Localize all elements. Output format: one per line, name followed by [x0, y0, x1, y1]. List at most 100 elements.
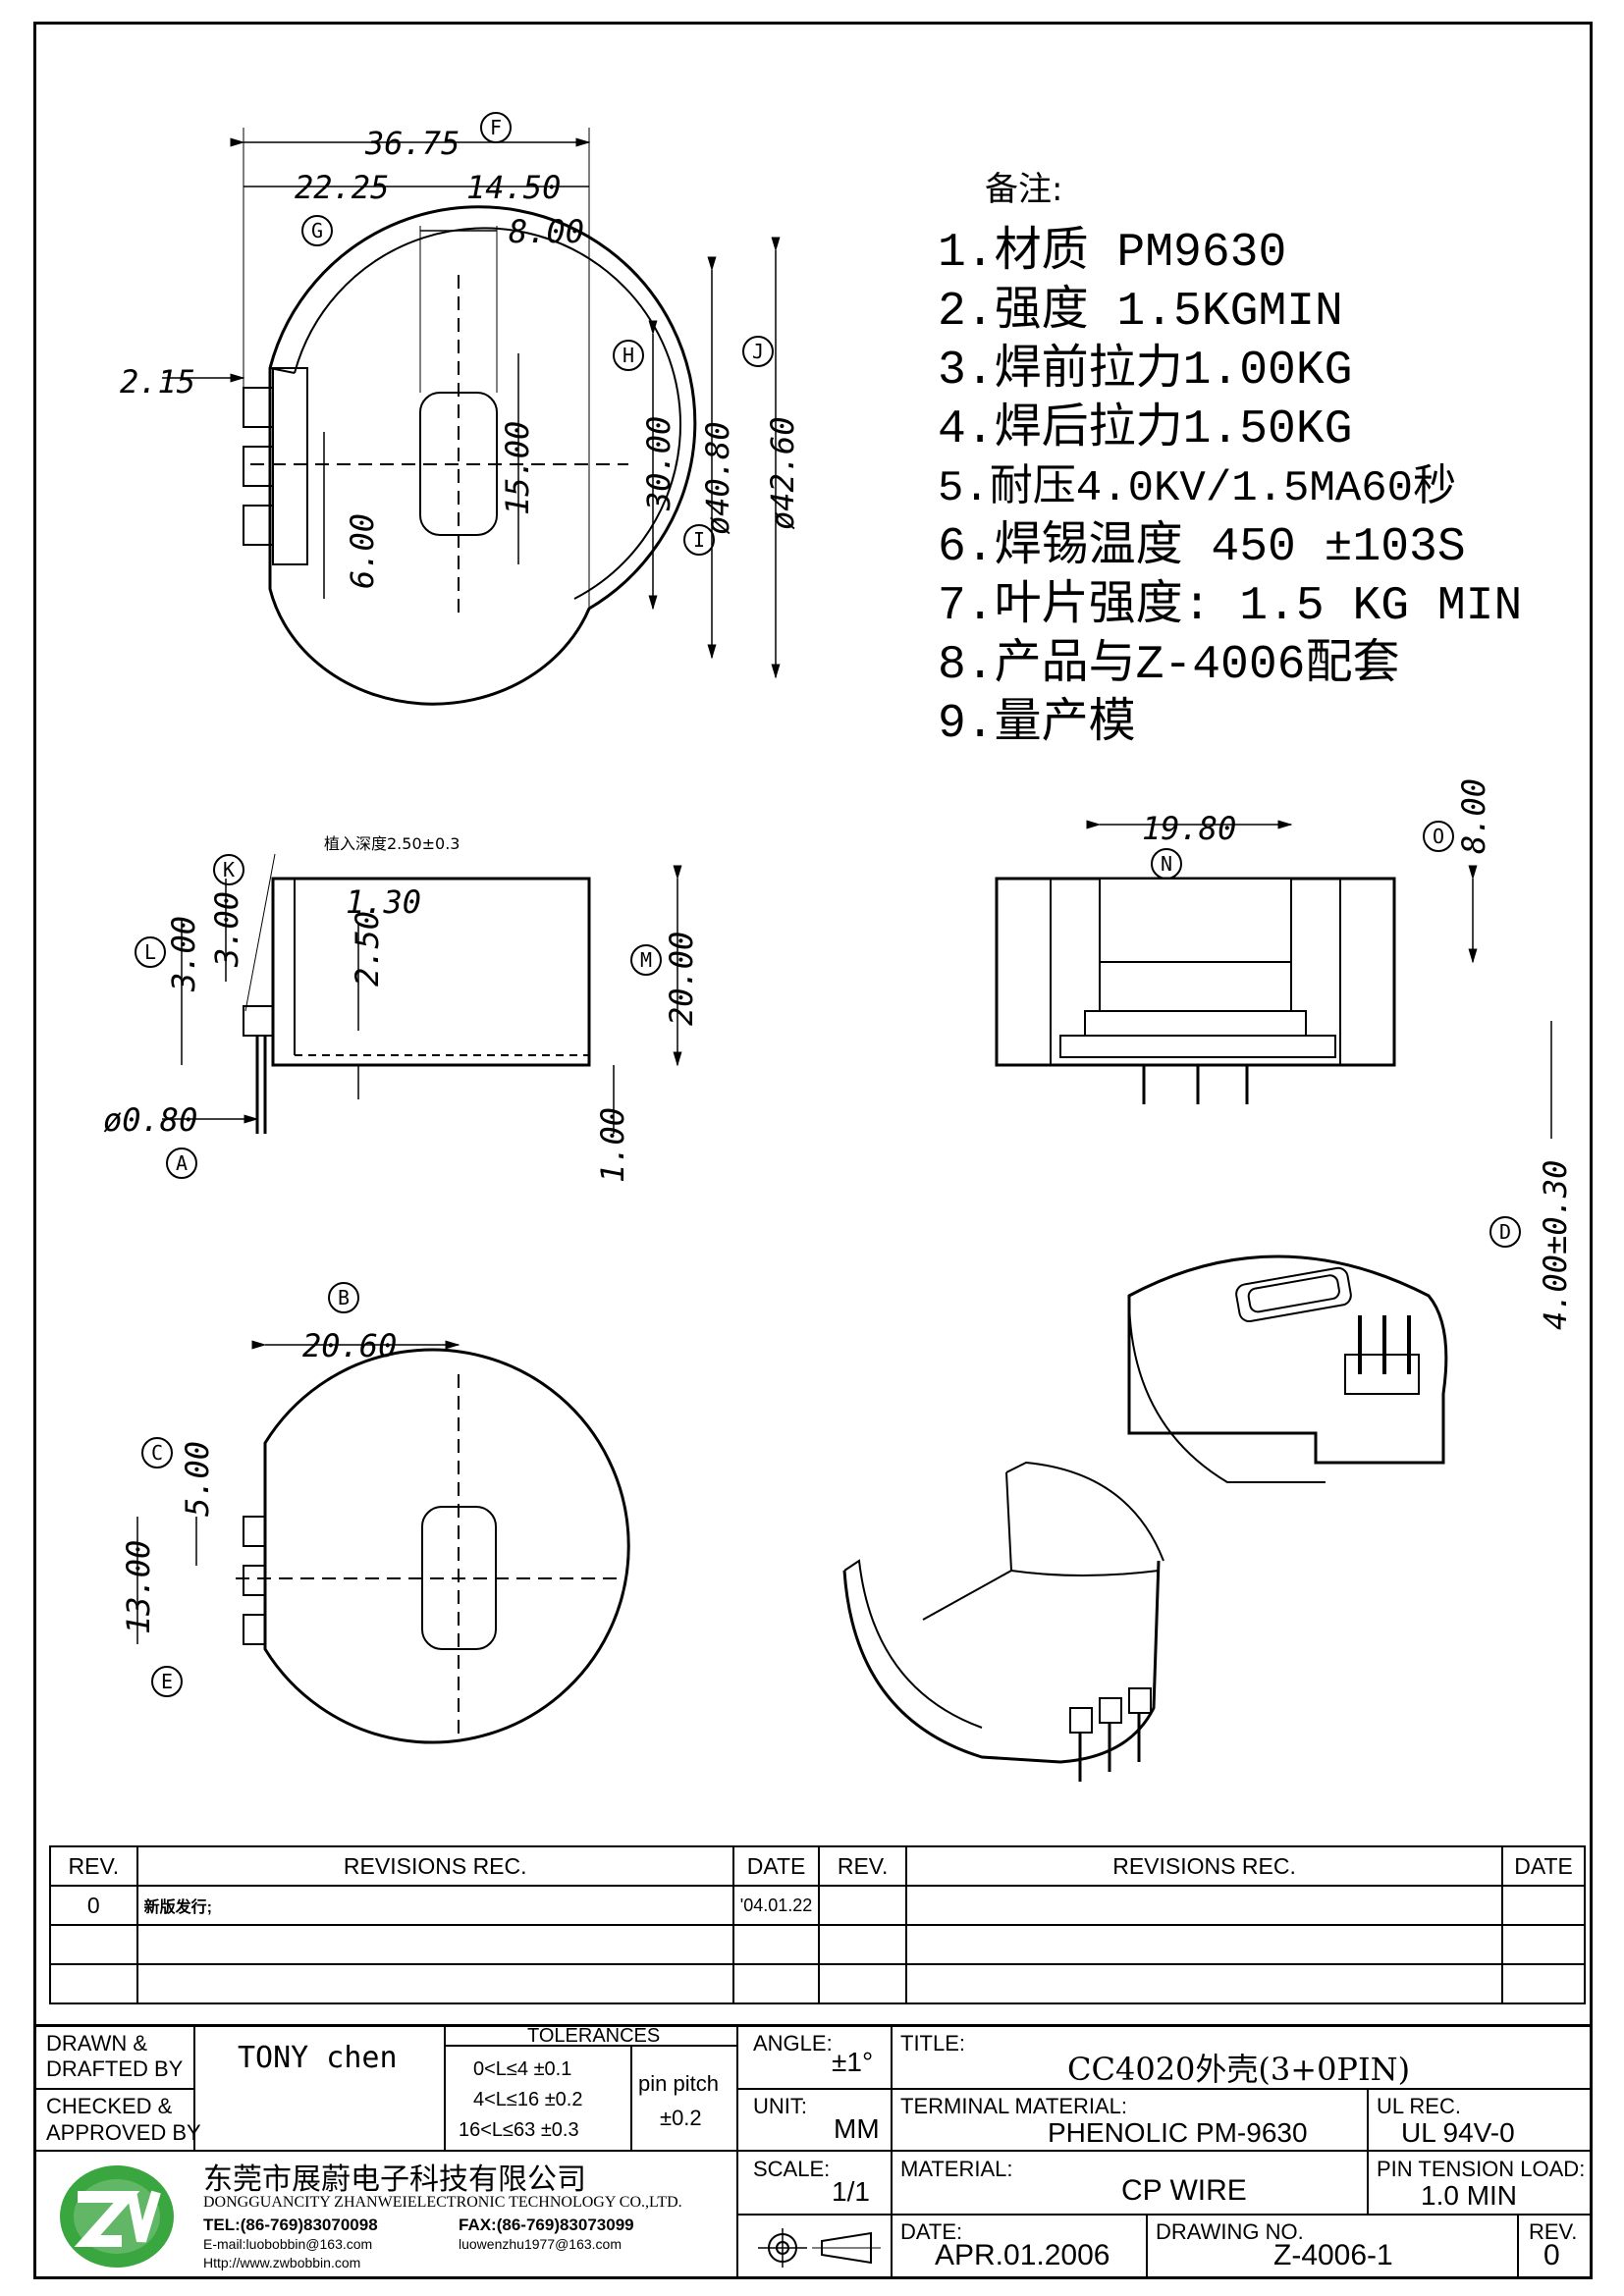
projection-symbol — [758, 2228, 881, 2268]
note-5: 5.耐压4.0KV/1.5MA60秒 — [938, 464, 1457, 513]
drawing-area: F G H J I K L M A N O D B C E 36.75 22.2… — [103, 112, 1574, 1782]
company-name-cn: 东莞市展蔚电子科技有限公司 — [203, 2163, 586, 2197]
date-header-2: DATE — [1501, 1845, 1586, 1887]
date-label: DATE: — [900, 2219, 963, 2244]
note-7: 7.叶片强度: 1.5 KG MIN — [938, 580, 1523, 633]
angle-label: ANGLE: — [753, 2031, 833, 2056]
marker-j: J — [752, 340, 764, 363]
dim-42-60: ø42.60 — [764, 416, 801, 530]
rev-value: 0 — [1543, 2239, 1560, 2271]
dim-2-50: 2.50 — [349, 911, 386, 987]
iso-view-bottom — [842, 1461, 1164, 1782]
dim-20-60: 20.60 — [302, 1327, 397, 1364]
note-3: 3.焊前拉力1.00KG — [938, 345, 1353, 398]
tolerance-2: 4<L≤16 ±0.2 — [473, 2089, 583, 2110]
top-view — [162, 128, 781, 706]
rec-header-2: REVISIONS REC. — [904, 1845, 1504, 1887]
dim-8-00-b: 8.00 — [1455, 778, 1492, 854]
marker-h: H — [623, 344, 634, 367]
revision-row: 0 新版发行; '04.01.22 — [49, 1885, 1586, 1926]
company-tel: TEL:(86-769)83070098 — [203, 2216, 378, 2234]
terminal-material-label: TERMINAL MATERIAL: — [900, 2094, 1128, 2118]
company-email-1: E-mail:luobobbin@163.com — [203, 2236, 373, 2252]
note-6: 6.焊锡温度 450 ±103S — [938, 521, 1466, 574]
unit-label: UNIT: — [753, 2094, 807, 2118]
rev-label: REV. — [1529, 2219, 1578, 2244]
scale-label: SCALE: — [753, 2157, 831, 2181]
note-1: 1.材质 PM9630 — [938, 227, 1287, 280]
dim-3-00-b: 3.00 — [208, 891, 245, 968]
tolerances-label: TOLERANCES — [527, 2025, 661, 2047]
marker-o: O — [1433, 825, 1444, 848]
revision-row-empty — [49, 1963, 1586, 2004]
dim-2-15: 2.15 — [120, 363, 195, 400]
marker-m: M — [640, 948, 652, 972]
dim-4-00: 4.00±0.30 — [1537, 1160, 1574, 1330]
revision-header-row: REV. REVISIONS REC. DATE REV. REVISIONS … — [49, 1845, 1586, 1887]
dim-1-00: 1.00 — [594, 1107, 631, 1183]
note-4: 4.焊后拉力1.50KG — [938, 403, 1353, 456]
marker-letters: F G H J I K L M A N O D B C E — [144, 116, 1511, 1693]
ul-rec-value: UL 94V-0 — [1401, 2117, 1515, 2148]
title-label: TITLE: — [900, 2031, 966, 2056]
notes-block: 备注: 1.材质 PM9630 2.强度 1.5KGMIN 3.焊前拉力1.00… — [938, 162, 1527, 754]
drawing-frame — [33, 22, 1593, 2279]
marker-k: K — [223, 858, 235, 881]
dim-14-50: 14.50 — [466, 169, 561, 206]
note-8: 8.产品与Z-4006配套 — [938, 639, 1400, 692]
dimension-labels: 36.75 22.25 14.50 8.00 2.15 30.00 ø40.80… — [103, 125, 1574, 1634]
dim-15-00: 15.00 — [499, 421, 536, 515]
revision-date: '04.01.22 — [731, 1885, 821, 1926]
date-header: DATE — [731, 1845, 821, 1887]
scale-value: 1/1 — [832, 2176, 870, 2207]
marker-circles — [135, 112, 1521, 1697]
drawing-no-value: Z-4006-1 — [1273, 2239, 1393, 2271]
side-view-left — [162, 853, 682, 1134]
pin-tension-label: PIN TENSION LOAD: — [1377, 2157, 1586, 2181]
company-logo — [60, 2165, 174, 2268]
dim-1-30: 1.30 — [346, 883, 421, 921]
company-email-2: luowenzhu1977@163.com — [459, 2236, 622, 2252]
title-value: CC4020外壳(3+0PIN) — [1067, 2051, 1411, 2088]
marker-l: L — [144, 940, 156, 964]
pin-pitch-label: pin pitch — [638, 2071, 719, 2096]
pin-tension-value: 1.0 MIN — [1421, 2180, 1518, 2211]
material-value: CP WIRE — [1121, 2174, 1247, 2207]
title-block: DRAWN & DRAFTED BY TONY chen CHECKED & A… — [36, 2024, 1590, 2279]
company-name-en: DONGGUANCITY ZHANWEIELECTRONIC TECHNOLOG… — [203, 2194, 682, 2211]
revision-row-empty — [49, 1924, 1586, 1965]
approved-label: APPROVED BY — [46, 2120, 201, 2145]
marker-a: A — [176, 1151, 188, 1175]
dim-30-00: 30.00 — [640, 416, 677, 511]
marker-b: B — [338, 1286, 350, 1309]
bottom-view — [136, 1340, 630, 1744]
front-view-right — [995, 820, 1552, 1139]
dim-6-00: 6.00 — [344, 513, 381, 589]
angle-value: ±1° — [832, 2047, 874, 2077]
checked-label: CHECKED & — [46, 2094, 173, 2118]
marker-e: E — [161, 1670, 173, 1693]
insert-depth-note: 植入深度2.50±0.3 — [324, 834, 460, 853]
drafted-label: DRAFTED BY — [46, 2056, 184, 2081]
dim-19-80: 19.80 — [1142, 810, 1236, 847]
dim-40-80: ø40.80 — [699, 421, 736, 535]
tolerance-1: 0<L≤4 ±0.1 — [473, 2058, 572, 2080]
dim-22-25: 22.25 — [295, 169, 389, 206]
revision-table: REV. REVISIONS REC. DATE REV. REVISIONS … — [49, 1845, 1586, 2004]
dim-36-75: 36.75 — [364, 125, 460, 162]
marker-f: F — [490, 116, 502, 139]
marker-d: D — [1499, 1220, 1511, 1244]
note-9: 9.量产模 — [938, 698, 1136, 751]
marker-n: N — [1161, 852, 1172, 876]
revision-rev: 0 — [49, 1885, 138, 1926]
dim-8-00: 8.00 — [509, 213, 584, 250]
rev-header: REV. — [49, 1845, 138, 1887]
drawn-label: DRAWN & — [46, 2031, 148, 2056]
note-2: 2.强度 1.5KGMIN — [938, 286, 1343, 339]
dim-20-00: 20.00 — [663, 932, 700, 1026]
terminal-material-value: PHENOLIC PM-9630 — [1048, 2117, 1308, 2148]
rec-header: REVISIONS REC. — [135, 1845, 734, 1887]
notes-title: 备注: — [985, 170, 1063, 209]
pin-pitch-value: ±0.2 — [660, 2106, 702, 2130]
company-fax: FAX:(86-769)83073099 — [459, 2216, 634, 2234]
